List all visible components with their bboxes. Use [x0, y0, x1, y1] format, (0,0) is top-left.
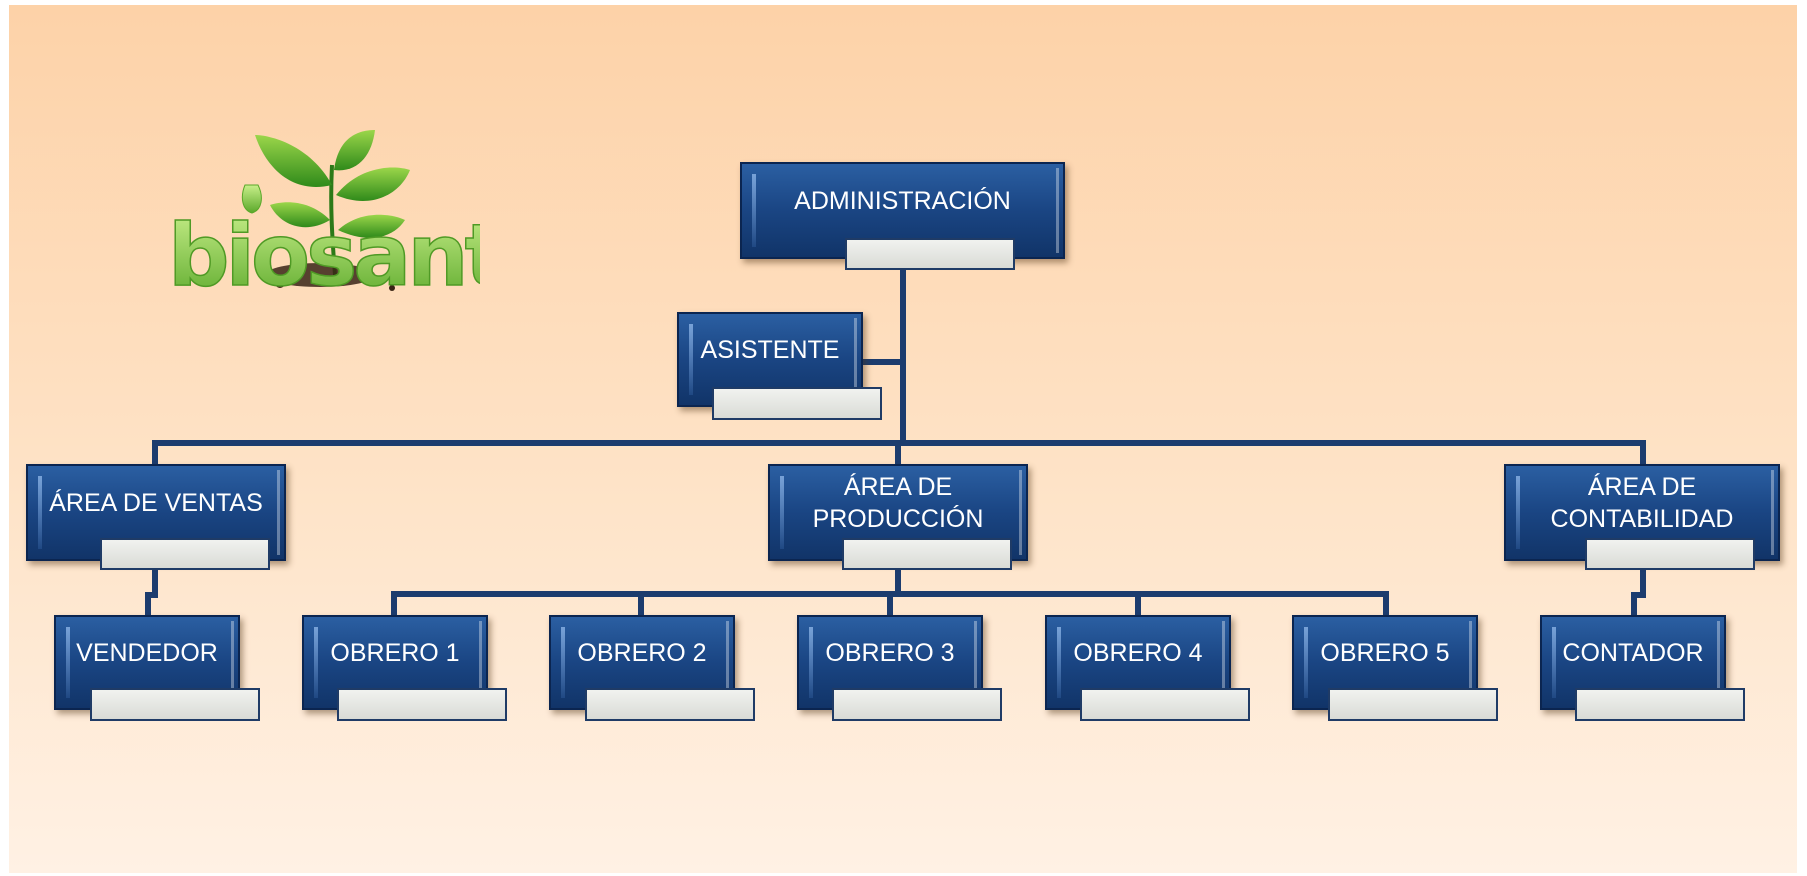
- leaves-icon: biosant: [167, 130, 509, 307]
- node-label: OBRERO 1: [330, 638, 460, 667]
- node-label-line-1: ÁREA DE: [1587, 472, 1697, 501]
- node-obrero-2-subtitle: [585, 688, 755, 721]
- node-label: OBRERO 5: [1320, 638, 1450, 667]
- svg-text:biosant: biosant: [168, 206, 480, 305]
- vendedor-link: [145, 567, 158, 620]
- node-label: VENDEDOR: [76, 638, 218, 667]
- node-label: OBRERO 3: [825, 638, 955, 667]
- node-area-ventas-subtitle: [100, 538, 270, 570]
- node-contador-subtitle: [1575, 688, 1745, 721]
- node-asistente-subtitle: [712, 387, 882, 420]
- node-obrero-5-subtitle: [1328, 688, 1498, 721]
- node-label: OBRERO 2: [577, 638, 707, 667]
- node-label-line-2: PRODUCCIÓN: [812, 504, 984, 533]
- node-obrero-1-subtitle: [337, 688, 507, 721]
- node-obrero-3-subtitle: [832, 688, 1002, 721]
- node-obrero-4-subtitle: [1080, 688, 1250, 721]
- node-area-contabilidad-subtitle: [1585, 538, 1755, 570]
- node-label-line-1: ÁREA DE: [843, 472, 953, 501]
- node-administracion-subtitle: [845, 238, 1015, 270]
- node-label: ÁREA DE VENTAS: [49, 488, 263, 517]
- node-obrero-2: OBRERO 2: [549, 615, 735, 710]
- node-label: CONTADOR: [1562, 638, 1704, 667]
- node-area-contabilidad: ÁREA DE CONTABILIDAD: [1504, 464, 1780, 561]
- node-label-line-2: CONTABILIDAD: [1550, 504, 1734, 533]
- contador-link: [1631, 567, 1646, 620]
- biosant-logo: biosant: [160, 125, 509, 307]
- node-vendedor-subtitle: [90, 688, 260, 721]
- node-label: ADMINISTRACIÓN: [794, 186, 1011, 215]
- node-area-produccion-subtitle: [842, 538, 1012, 570]
- node-label: OBRERO 4: [1073, 638, 1203, 667]
- node-label: ASISTENTE: [700, 335, 840, 364]
